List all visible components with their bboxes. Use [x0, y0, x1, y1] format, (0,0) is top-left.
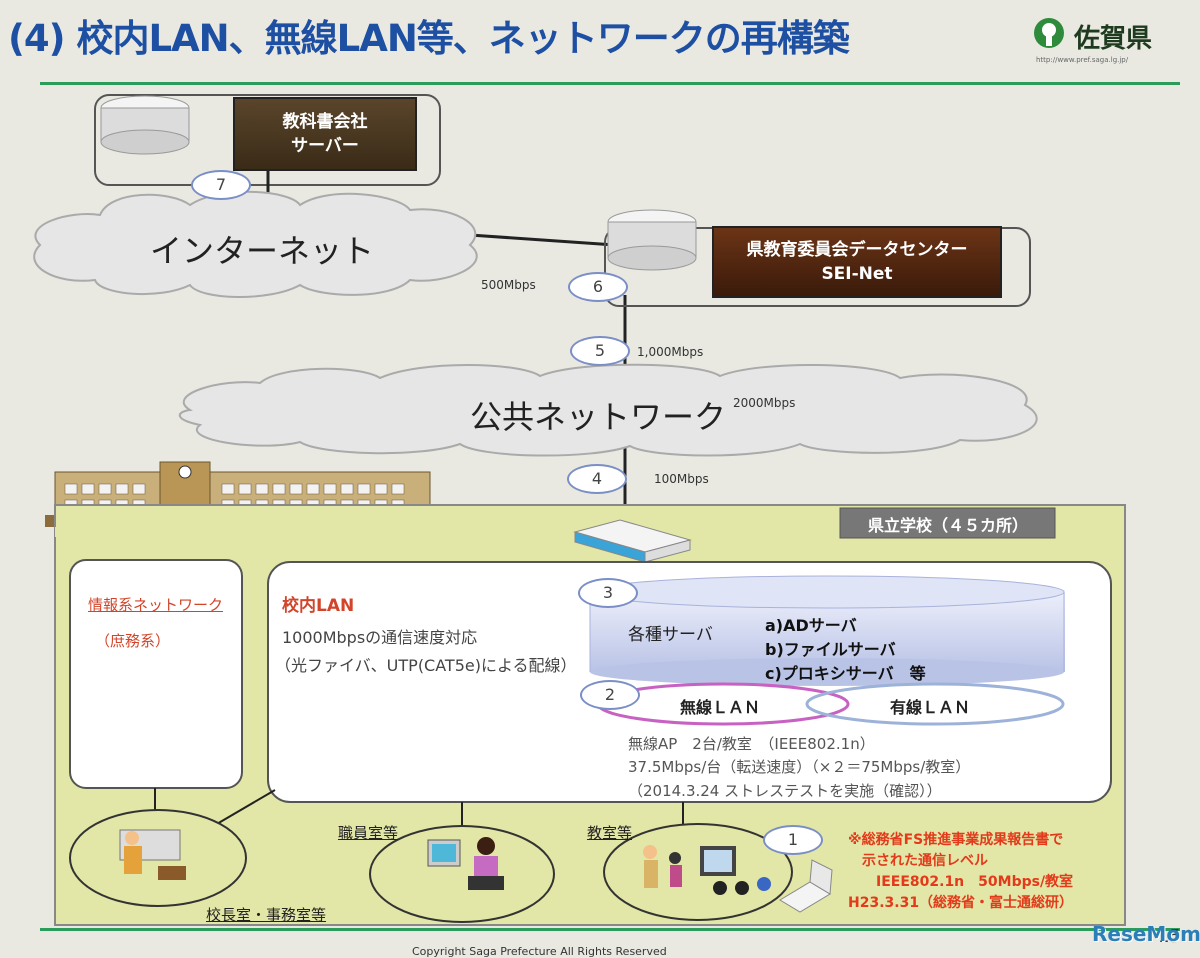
datacenter-box: 県教育委員会データセンター SEI-Net [712, 226, 1002, 298]
note-line-3: IEEE802.1n 50Mbps/教室 [876, 874, 1074, 890]
wireless-detail-1: 無線AP 2台/教室 （IEEE802.1n） [628, 735, 875, 753]
campus-lan-line2: （光ファイバ、UTP(CAT5e)による配線） [275, 656, 577, 675]
laptop-icon [779, 859, 833, 913]
datacenter-subtitle: SEI-Net [821, 264, 893, 284]
wireless-detail-3: （2014.3.24 ストレステストを実施（確認）） [628, 782, 942, 800]
link-speed-4: 100Mbps [654, 472, 709, 486]
principal-person-icon [119, 829, 186, 880]
textbook-server-box: 教科書会社 サーバー [233, 97, 417, 171]
campus-lan-title: 校内LAN [282, 596, 355, 616]
top-rule [40, 82, 1180, 85]
internet-to-dc-line [469, 233, 616, 247]
link-badge-7: 7 [191, 170, 251, 200]
server-ad: a)ADサーバ [765, 616, 857, 635]
wireless-detail-2: 37.5Mbps/台（転送速度）（×２＝75Mbps/教室） [628, 758, 971, 776]
copyright: Copyright Saga Prefecture All Rights Res… [412, 945, 667, 958]
page-title: (4) 校内LAN、無線LAN等、ネットワークの再構築 [8, 17, 850, 60]
link-speed-6: 500Mbps [481, 278, 536, 292]
link-badge-4: 4 [567, 464, 627, 494]
page-number: 15 [1158, 926, 1181, 947]
link-badge-5: 5 [570, 336, 630, 366]
public-network-cloud [178, 363, 1038, 457]
internet-label: インターネット [150, 232, 375, 270]
note-line-4: H23.3.31（総務省・富士通総研） [848, 895, 1074, 911]
public-network-speed: 2000Mbps [733, 396, 796, 410]
classroom-label: 教室等 [587, 824, 633, 842]
resemom-watermark: ReseMom [1092, 922, 1200, 946]
saga-logo: 佐賀県 http://www.pref.saga.lg.jp/ [1028, 12, 1188, 70]
link-badge-2: 2 [580, 680, 640, 710]
server-file: b)ファイルサーバ [765, 640, 896, 659]
note-line-2: 示された通信レベル [862, 853, 988, 869]
classroom-people-icon [643, 845, 771, 895]
link-badge-3: 3 [578, 578, 638, 608]
server-proxy: c)プロキシサーバ 等 [765, 664, 926, 683]
campus-lan-line1: 1000Mbpsの通信速度対応 [282, 628, 478, 647]
servers-label: 各種サーバ [628, 625, 713, 645]
logo-text: 佐賀県 [1074, 24, 1153, 54]
staff-room-label: 職員室等 [338, 824, 399, 842]
link-speed-5: 1,000Mbps [637, 345, 704, 359]
staff-room-ellipse [369, 825, 555, 923]
datacenter-title: 県教育委員会データセンター [746, 240, 968, 260]
wireless-lan-label: 無線ＬＡＮ [680, 698, 761, 717]
servers-cylinder [589, 575, 1065, 686]
info-network-title: 情報系ネットワーク [88, 596, 224, 614]
info-network-sub: （庶務系） [95, 632, 171, 650]
note-line-1: ※総務省FS推進事業成果報告書で [848, 832, 1064, 848]
fs-report-note: ※総務省FS推進事業成果報告書で 示された通信レベル IEEE802.1n 50… [848, 830, 1073, 914]
staff-person-icon [427, 837, 504, 890]
wired-lan-ellipse [805, 682, 1065, 726]
wired-lan-label: 有線ＬＡＮ [890, 698, 971, 717]
saga-emblem-icon [1034, 18, 1064, 48]
school-label-box [839, 507, 1056, 539]
link-badge-6: 6 [568, 272, 628, 302]
logo-url: http://www.pref.saga.lg.jp/ [1036, 56, 1129, 64]
school-label: 県立学校（４５カ所） [867, 516, 1028, 535]
link-badge-1: 1 [763, 825, 823, 855]
datacenter-server-icon [607, 209, 697, 271]
internet-cloud [33, 190, 478, 298]
principal-room-label: 校長室・事務室等 [206, 906, 327, 924]
public-network-label: 公共ネットワーク [470, 398, 727, 436]
textbook-server-icon [100, 95, 190, 155]
